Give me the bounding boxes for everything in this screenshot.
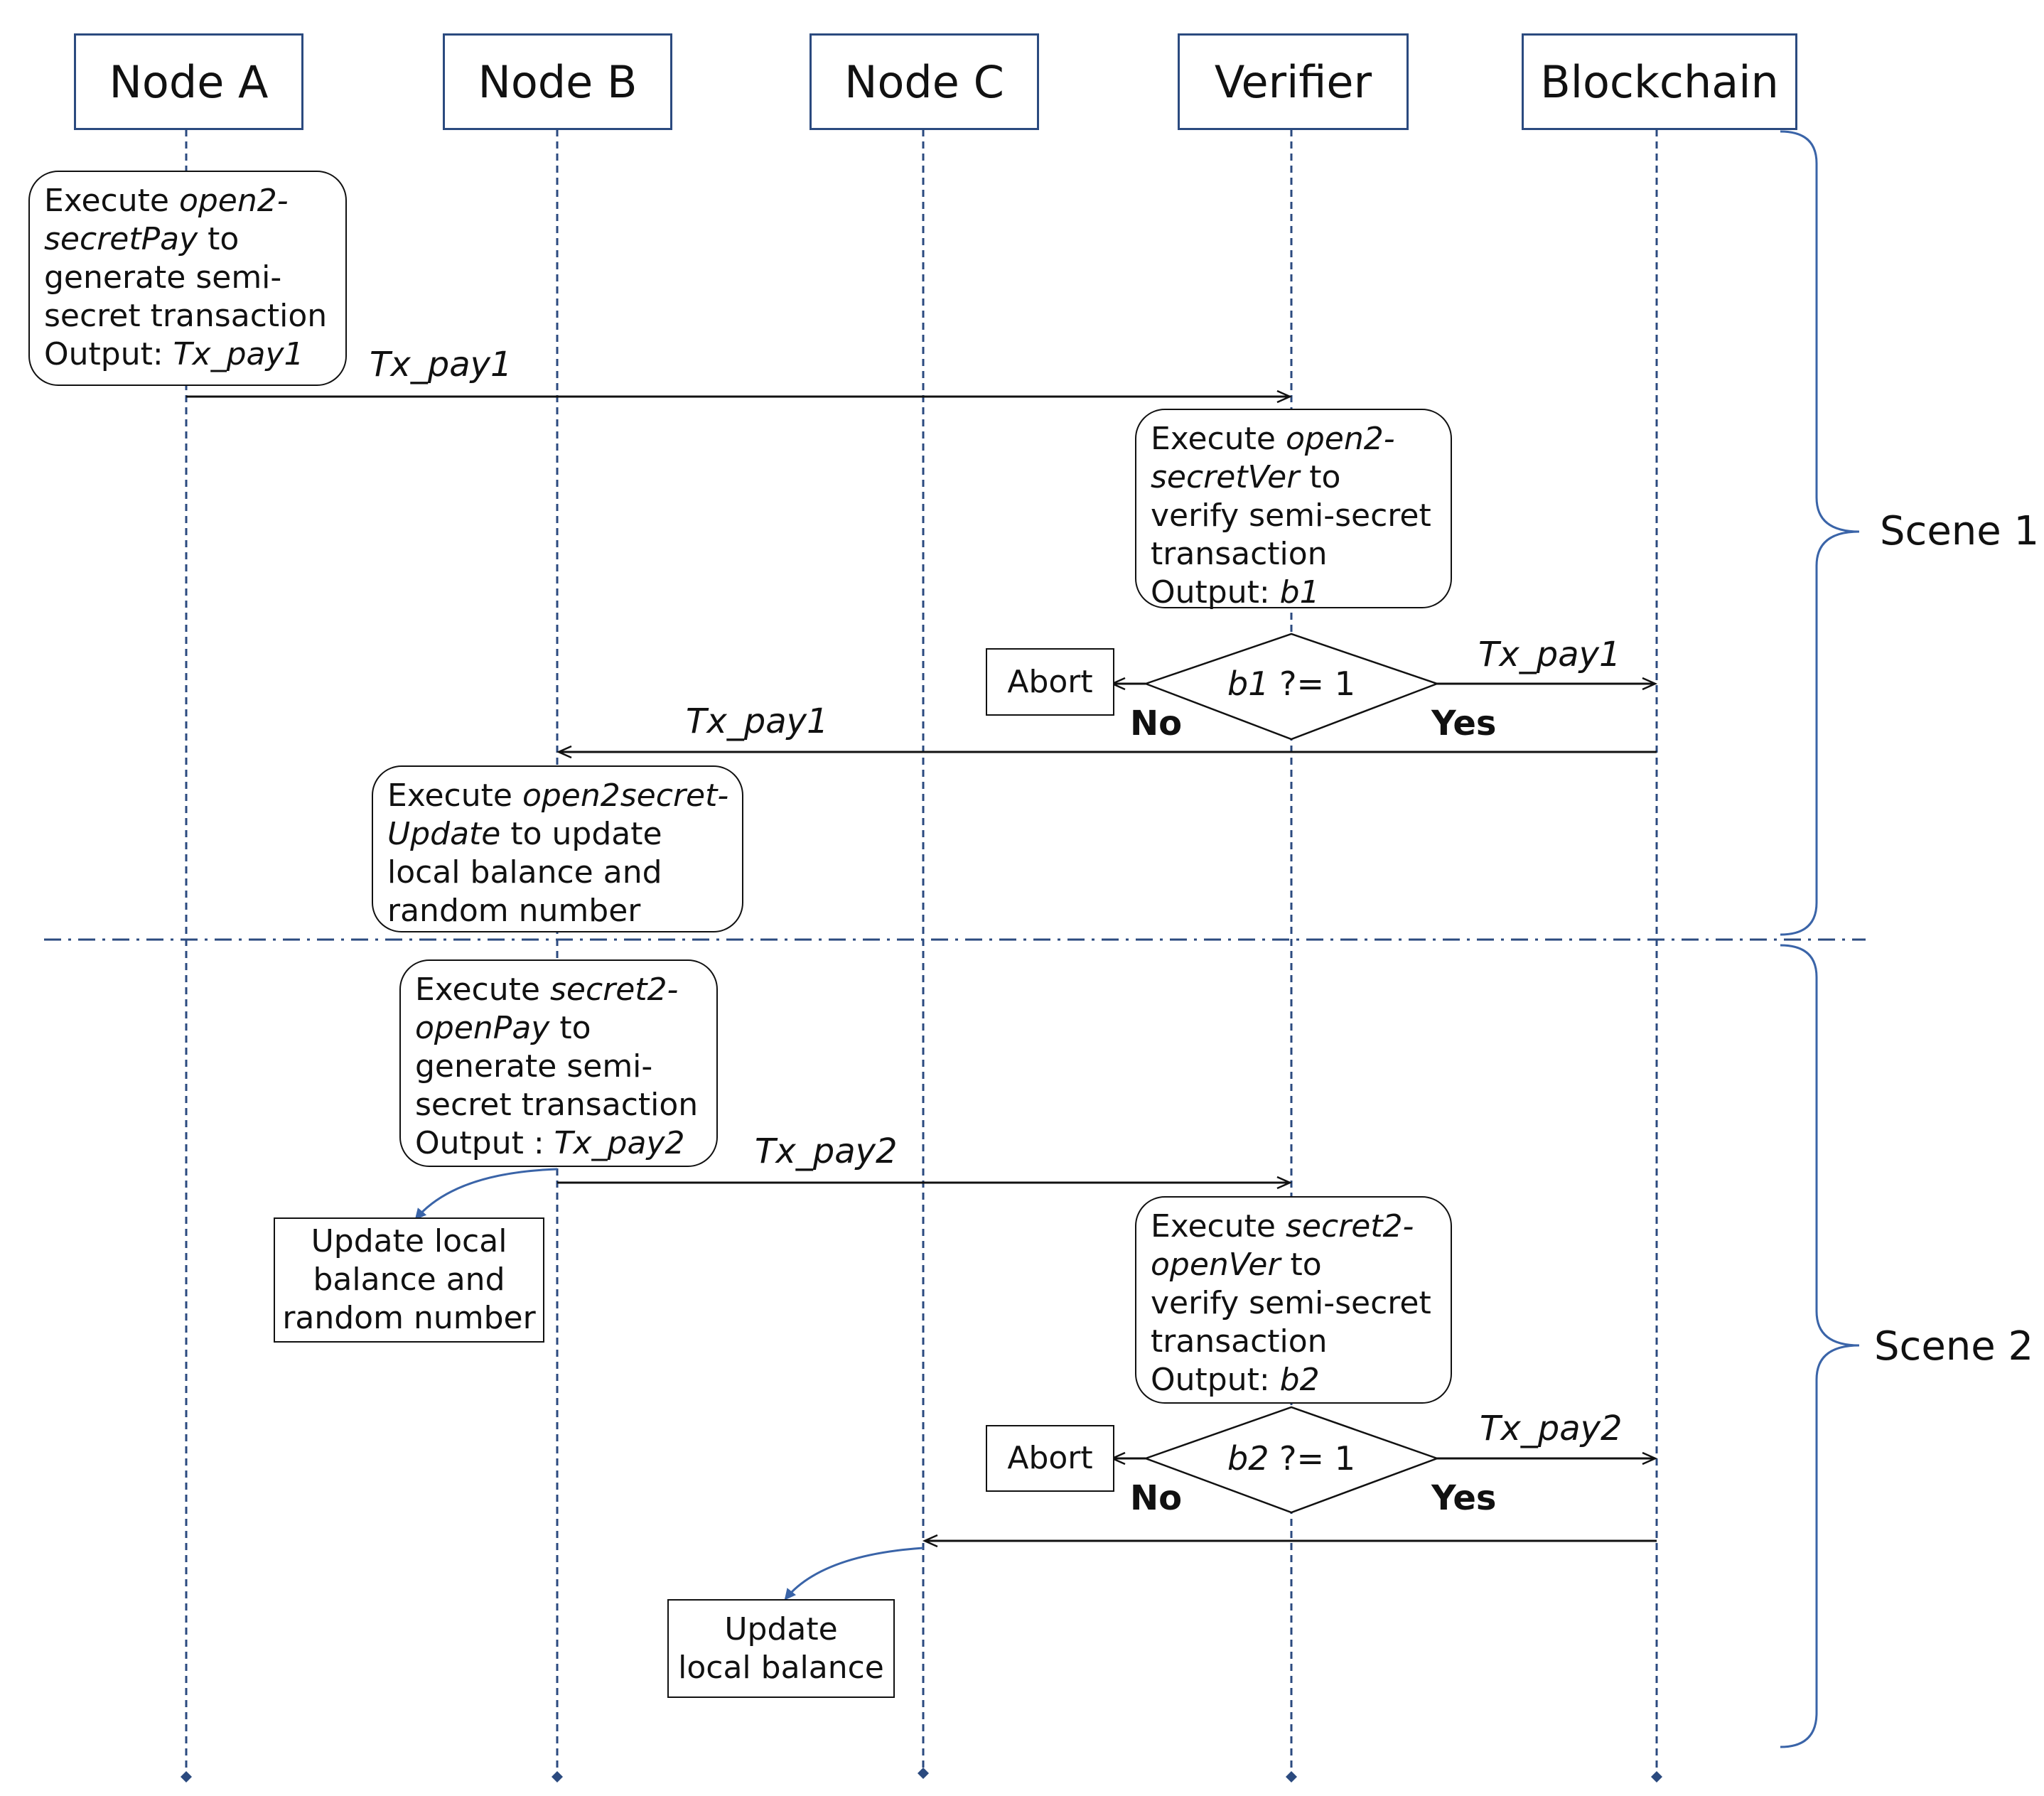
note-text: transaction [1151, 536, 1328, 572]
note-text: transaction [1151, 1323, 1328, 1360]
participant-verifier: Verifier [1178, 33, 1409, 130]
note-text: to [1280, 1247, 1322, 1283]
note-text: to update [500, 816, 662, 852]
note-node-b-pay: Execute secret2- openPay to generate sem… [399, 959, 718, 1167]
message-label-tx-pay1-blockchain: Tx_pay1 [1478, 635, 1621, 674]
lifeline-end-node-b [552, 1771, 563, 1782]
note-text: verify semi-secret [1151, 498, 1431, 534]
abort-box-1: Abort [986, 648, 1114, 716]
decision1-yes-label: Yes [1431, 704, 1497, 743]
note-text: to [198, 221, 240, 257]
decision-variable: b2 [1227, 1439, 1269, 1478]
abort-label: Abort [1007, 663, 1093, 700]
function-name: openVer [1151, 1247, 1281, 1283]
lifeline-end-node-a [181, 1771, 192, 1782]
note-text: Output: [1151, 574, 1280, 611]
curved-arrow-c-update [784, 1547, 924, 1601]
lifeline-end-blockchain [1651, 1771, 1662, 1782]
function-name: Update [387, 816, 501, 852]
decision1-diamond [1143, 633, 1440, 741]
output-value: Tx_pay2 [554, 1125, 685, 1161]
message-label-tx-pay1-b: Tx_pay1 [686, 701, 829, 741]
function-name: secret2- [549, 972, 679, 1008]
decision2-condition: b2 ?= 1 [1227, 1439, 1355, 1478]
note-text: random number [387, 893, 641, 929]
note-text: to [1299, 459, 1341, 495]
note-text: Execute [387, 778, 522, 814]
participant-blockchain: Blockchain [1522, 33, 1797, 130]
lifeline-end-verifier [1286, 1771, 1297, 1782]
note-text: secret transaction [415, 1087, 699, 1123]
function-name: open2- [178, 183, 289, 219]
node-c-local-update-box: Update local balance [667, 1599, 895, 1698]
note-text: verify semi-secret [1151, 1285, 1431, 1321]
note-text: Execute [44, 183, 179, 219]
abort-label: Abort [1007, 1440, 1093, 1476]
function-name: secretPay [44, 221, 198, 257]
scene-2-label: Scene 2 [1874, 1323, 2034, 1370]
lifeline-end-node-c [918, 1768, 929, 1779]
node-b-local-update-box: Update local balance and random number [274, 1217, 544, 1343]
message-label-tx-pay2-blockchain: Tx_pay2 [1480, 1409, 1623, 1448]
participant-node-b: Node B [443, 33, 672, 130]
note-text: Output: [44, 336, 173, 372]
box-text: local balance [678, 1649, 884, 1686]
note-text: Execute [1151, 421, 1286, 457]
message-label-tx-pay2-b: Tx_pay2 [755, 1131, 898, 1171]
box-text: Update local [311, 1223, 507, 1259]
note-text: Output : [415, 1125, 554, 1161]
note-text: secret transaction [44, 298, 328, 334]
box-text: balance and [313, 1262, 505, 1298]
decision-operator: ?= 1 [1269, 1439, 1355, 1478]
function-name: open2- [1285, 421, 1395, 457]
function-name: secretVer [1151, 459, 1300, 495]
decision2-no-label: No [1130, 1478, 1183, 1518]
output-value: Tx_pay1 [173, 336, 304, 372]
function-name: openPay [415, 1010, 550, 1046]
box-text: random number [282, 1300, 536, 1336]
decision2-yes-label: Yes [1431, 1478, 1497, 1518]
curved-arrow-b-update [414, 1168, 558, 1220]
scene2-brace [1780, 944, 1860, 1748]
output-value: b2 [1279, 1362, 1320, 1398]
scene-1-label: Scene 1 [1880, 508, 2040, 554]
decision1-no-label: No [1130, 704, 1183, 743]
note-node-a-pay: Execute open2- secretPay to generate sem… [28, 171, 347, 386]
participant-node-a: Node A [74, 33, 303, 130]
scene1-brace [1780, 130, 1860, 936]
note-text: generate semi- [415, 1048, 653, 1085]
abort-box-2: Abort [986, 1425, 1114, 1492]
function-name: open2secret- [522, 778, 729, 814]
note-text: generate semi- [44, 259, 282, 296]
message-label-tx-pay1-a: Tx_pay1 [370, 345, 512, 385]
decision1-condition: b1 ?= 1 [1227, 665, 1355, 703]
note-node-b-update: Execute open2secret- Update to update lo… [372, 765, 743, 932]
note-text: to [549, 1010, 591, 1046]
output-value: b1 [1279, 574, 1320, 611]
function-name: secret2- [1285, 1208, 1414, 1244]
decision-variable: b1 [1227, 665, 1269, 703]
note-verifier-verify-2: Execute secret2- openVer to verify semi-… [1135, 1196, 1452, 1404]
box-text: Update [724, 1611, 838, 1647]
note-text: Execute [1151, 1208, 1286, 1244]
decision2-diamond [1143, 1406, 1440, 1514]
note-text: Execute [415, 972, 550, 1008]
note-text: local balance and [387, 854, 662, 891]
note-verifier-verify-1: Execute open2- secretVer to verify semi-… [1135, 409, 1452, 611]
decision-operator: ?= 1 [1269, 665, 1355, 703]
note-text: Output: [1151, 1362, 1280, 1398]
participant-node-c: Node C [809, 33, 1039, 130]
